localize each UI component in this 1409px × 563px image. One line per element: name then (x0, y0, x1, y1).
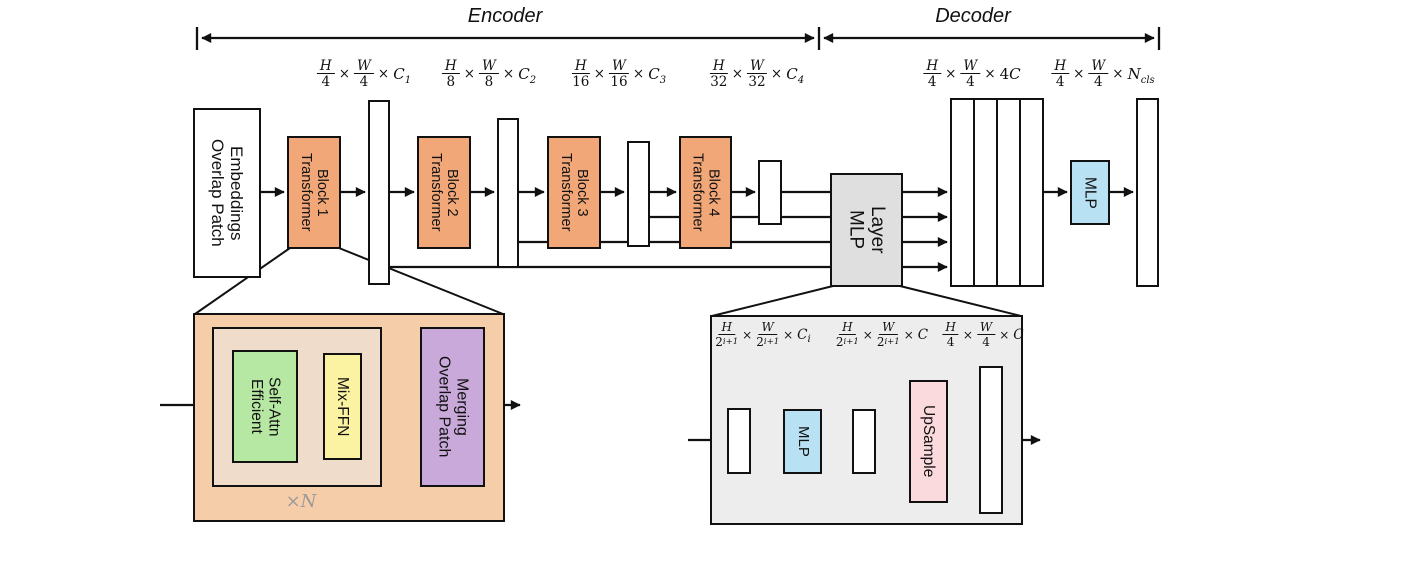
feature-map-4 (758, 160, 782, 225)
efficient-self-attn-box: Efficient Self-Attn (232, 350, 298, 463)
block3-line1: Transformer (558, 153, 574, 232)
attn-line1: Efficient (248, 379, 265, 434)
decoder-mlp-box: MLP (1070, 160, 1110, 225)
detail-mlp-label: MLP (794, 426, 812, 457)
detail-dim-label-3: H 4 × W 4 × C (942, 321, 1024, 348)
encoder-section-label: Encoder (467, 5, 543, 27)
detail-dim-label-2: H 2i+1 × W 2i+1 × C (835, 320, 929, 349)
stack-divider-1 (973, 99, 976, 285)
transformer-block-4: Transformer Block 4 (679, 136, 732, 249)
block2-line2: Block 2 (444, 168, 461, 217)
block4-line1: Transformer (689, 153, 706, 232)
overlap-patch-embeddings-box: Overlap Patch Embeddings (193, 108, 261, 278)
output-mask-box (1136, 98, 1159, 287)
merge-line1: Overlap Patch (435, 356, 453, 458)
concatenated-features-stack (950, 98, 1044, 287)
mix-ffn-label: Mix-FFN (334, 376, 352, 437)
decoder-mlp-label: MLP (1081, 176, 1099, 209)
mlp-layer-line1: MLP (845, 210, 867, 250)
block3-line2: Block 3 (574, 168, 591, 217)
feature-map-1 (368, 100, 390, 285)
overlap-patch-merging-box: Overlap Patch Merging (420, 327, 485, 487)
patch-embed-line1: Overlap Patch (208, 139, 227, 247)
patch-embed-line2: Embeddings (227, 145, 247, 241)
stack-divider-2 (996, 99, 999, 285)
detail-feature-out (979, 366, 1003, 514)
mlp-layer-line2: Layer (866, 206, 888, 254)
transformer-block-1: Transformer Block 1 (287, 136, 341, 249)
block1-line1: Transformer (298, 153, 314, 232)
feature-map-3 (627, 141, 650, 247)
transformer-block-2: Transformer Block 2 (417, 136, 471, 249)
stack-divider-3 (1019, 99, 1022, 285)
block4-line2: Block 4 (705, 168, 722, 217)
merge-line2: Merging (453, 378, 471, 436)
mlp-layer-outputs (902, 187, 948, 272)
detail-feature-in (727, 408, 751, 474)
upsample-box: UpSample (909, 380, 948, 503)
detail-feature-mid (852, 409, 876, 474)
mix-ffn-box: Mix-FFN (323, 353, 362, 460)
zoom-callout-lines (194, 247, 1022, 317)
mlp-layer-box: MLP Layer (830, 173, 903, 287)
decoder-section-label: Decoder (935, 5, 1011, 27)
span-arrows (195, 27, 1161, 50)
block2-line1: Transformer (428, 153, 444, 232)
transformer-block-3: Transformer Block 3 (547, 136, 601, 249)
detail-mlp-box: MLP (783, 409, 822, 474)
block1-line2: Block 1 (314, 168, 331, 217)
feature-map-2 (497, 118, 519, 268)
upsample-label: UpSample (920, 405, 938, 478)
repeat-n-label: ×N (285, 491, 317, 512)
attn-line2: Self-Attn (265, 376, 283, 437)
